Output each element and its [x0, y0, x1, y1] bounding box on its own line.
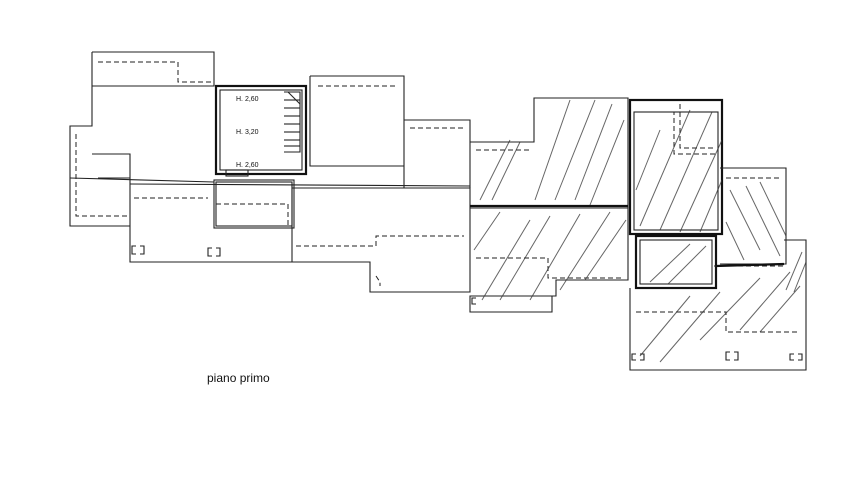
- west-wing: [69, 51, 292, 263]
- inner-court: [213, 179, 295, 262]
- hatched-area-1: [469, 97, 629, 313]
- hatched-area-2: [628, 98, 724, 236]
- stair-room: H. 2,60 H. 3,20 H. 2,60: [214, 84, 308, 177]
- plan-caption: piano primo: [207, 371, 270, 385]
- height-label-upper: H. 2,60: [236, 96, 259, 103]
- hatched-area-4: [629, 234, 807, 371]
- pillar-markers: [131, 245, 803, 361]
- hatched-area-3: [720, 167, 787, 265]
- height-label-middle: H. 3,20: [236, 129, 259, 136]
- central-wing: [129, 75, 471, 293]
- height-label-lower: H. 2,60: [236, 162, 259, 169]
